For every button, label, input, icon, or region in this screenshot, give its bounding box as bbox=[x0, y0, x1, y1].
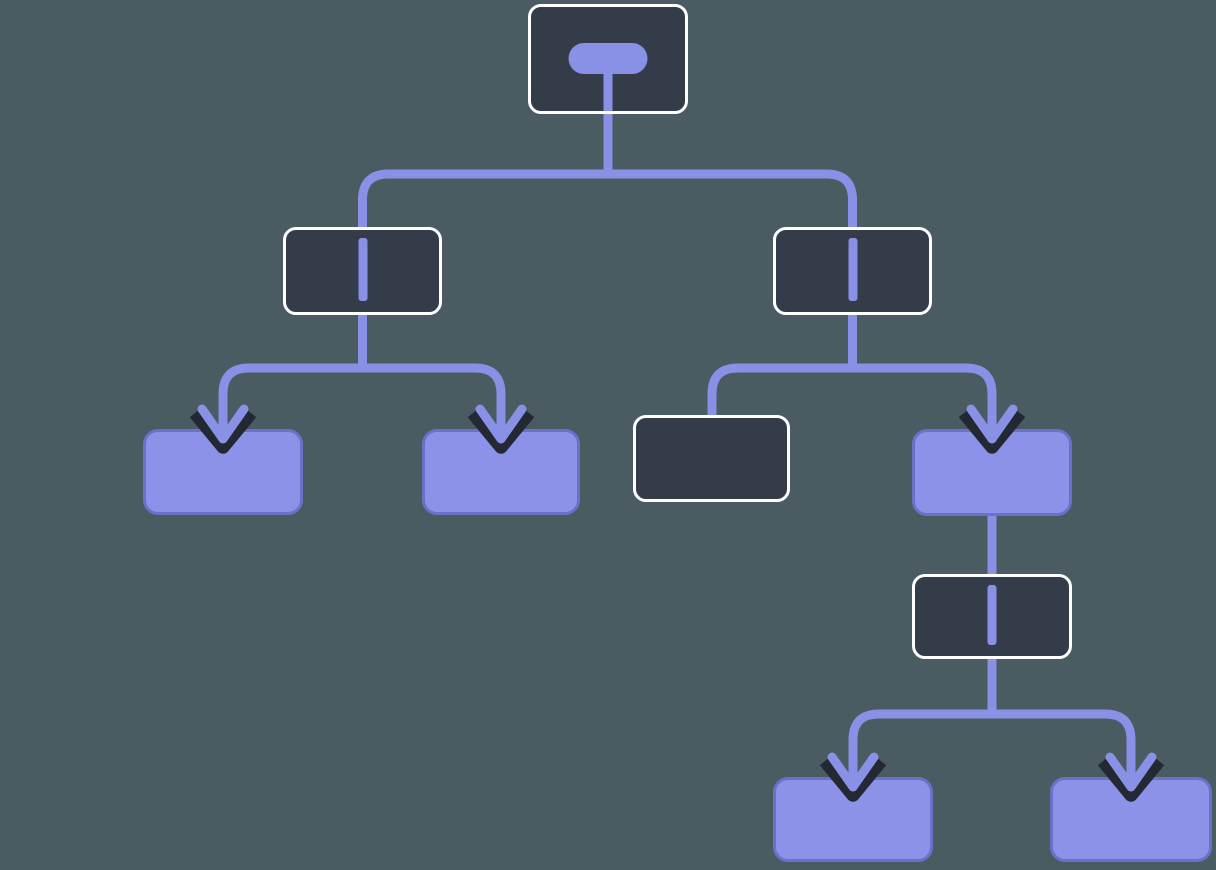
node-mid-dark[interactable] bbox=[633, 415, 790, 502]
node-root[interactable] bbox=[528, 4, 688, 114]
pass-through-line bbox=[358, 238, 367, 301]
node-leaf-1[interactable] bbox=[143, 429, 303, 515]
node-leaf-5[interactable] bbox=[1050, 777, 1212, 862]
node-branch-lower[interactable] bbox=[912, 574, 1072, 659]
node-leaf-2[interactable] bbox=[422, 429, 580, 515]
pass-through-line bbox=[848, 238, 857, 301]
node-leaf-4[interactable] bbox=[773, 777, 933, 862]
node-leaf-3[interactable] bbox=[912, 429, 1072, 516]
pass-through-line bbox=[987, 585, 997, 645]
root-pill bbox=[568, 43, 648, 74]
node-branch-left[interactable] bbox=[283, 227, 442, 315]
node-branch-right[interactable] bbox=[773, 227, 932, 315]
